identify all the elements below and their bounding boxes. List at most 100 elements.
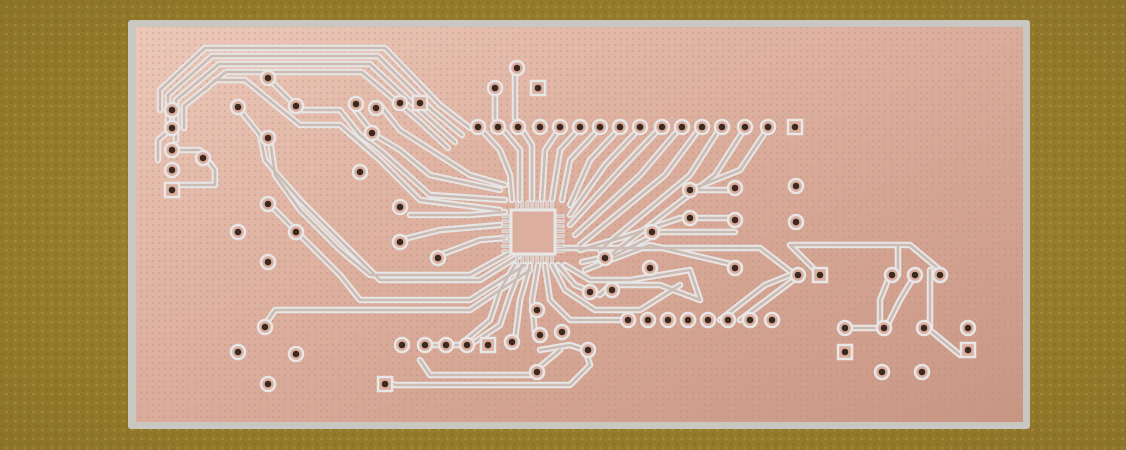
drill-hole [352,100,360,108]
chip-pin-pad [555,219,565,223]
copper-trace [688,126,770,192]
drill-hole [644,316,652,324]
chip-pin-pad [501,249,511,253]
drill-hole [616,123,624,131]
drill-hole [792,182,800,190]
drill-hole [442,341,450,349]
chip-pin-pad [555,249,565,253]
drill-hole [724,316,732,324]
drill-hole [596,123,604,131]
chip-pin-pad [555,234,565,238]
chip-pin-pad [550,254,554,264]
copper-trace [378,103,507,187]
copper-trace [408,210,507,217]
chip-pin-pad [555,239,565,243]
copper-trace [843,273,892,330]
drill-hole [536,123,544,131]
drill-hole [658,123,666,131]
drill-hole [261,323,269,331]
chip-pin-pad [545,254,549,264]
drill-hole [841,348,849,356]
drill-hole [264,380,272,388]
drill-hole [718,123,726,131]
drill-hole [396,238,404,246]
copper-trace [478,126,514,202]
drill-hole [463,341,471,349]
drill-hole [841,324,849,332]
drill-hole [514,123,522,131]
copper-trace [543,263,622,322]
copper-trace [718,273,792,322]
chip-center-pad [509,208,557,256]
chip-pin-pad [515,254,519,264]
copper-trace [268,138,517,277]
drill-hole [234,228,242,236]
drill-hole [381,380,389,388]
chip-pin-pad [501,224,511,228]
drill-hole [878,368,886,376]
chip-pin-pad [530,254,534,264]
chip-pin-pad [501,239,511,243]
chip-pin-pad [555,224,565,228]
chip-pin-pad [540,200,544,210]
drill-hole [586,288,594,296]
drill-hole [168,106,176,114]
drill-hole [768,316,776,324]
drill-hole [484,341,492,349]
copper-trace [203,78,502,212]
drill-hole [664,316,672,324]
drill-hole [513,64,521,72]
drill-hole [678,123,686,131]
copper-trace [568,126,662,227]
chip-pin-pad [520,200,524,210]
drill-hole [746,316,754,324]
chip-pin-pad [555,229,565,233]
chip-pin-pad [501,219,511,223]
drill-hole [234,348,242,356]
drill-hole [558,328,566,336]
copper-trace [493,83,522,202]
drill-hole [292,228,300,236]
copper-trace [550,126,582,202]
copper-trace [418,348,562,377]
chip-pin-pad [545,200,549,210]
drill-hole [704,316,712,324]
drill-hole [416,99,424,107]
drill-hole [292,350,300,358]
drill-hole [698,123,706,131]
chip-pin-pad [501,244,511,248]
copper-trace [550,263,682,312]
chip-pin-pad [520,254,524,264]
drill-hole [636,123,644,131]
pcb-copper-traces [156,46,962,387]
copper-trace [788,243,942,277]
chip-pin-pad [501,229,511,233]
drill-hole [731,216,739,224]
drill-hole [168,186,176,194]
drill-hole [372,104,380,112]
drill-hole [918,368,926,376]
chip-pin-pad [555,214,565,218]
chip-pin-pad [540,254,544,264]
copper-trace [513,263,532,342]
pcb-pads [163,59,977,393]
drill-hole [888,271,896,279]
drill-hole [533,368,541,376]
drill-hole [731,184,739,192]
chip-pin-pad [501,214,511,218]
copper-trace [883,273,917,332]
drill-hole [491,84,499,92]
copper-trace [398,223,502,242]
drill-hole [791,123,799,131]
copper-trace [383,343,592,387]
drill-hole [964,324,972,332]
drill-hole [234,103,242,111]
drill-hole [792,218,800,226]
chip-pin-pad [535,254,539,264]
drill-hole [264,74,272,82]
drill-hole [168,146,176,154]
copper-trace [573,126,682,237]
chip-pin-pad [555,244,565,248]
